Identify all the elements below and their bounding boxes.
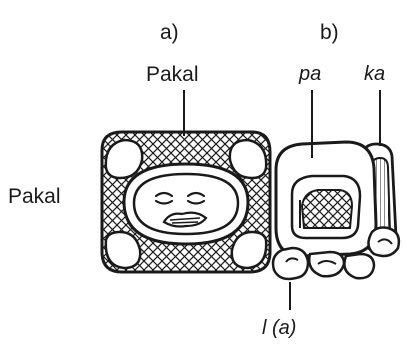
left-eye	[154, 191, 174, 205]
panel-b-letter: b)	[320, 21, 339, 44]
la-lump-left	[271, 246, 310, 281]
corner-blob-tr	[228, 138, 268, 180]
label-ka: ka	[364, 63, 386, 85]
pa-hatched-cell	[300, 189, 354, 229]
la-lump-right	[343, 252, 376, 280]
glyph-a-pakal	[100, 130, 272, 274]
panel-a-letter: a)	[160, 21, 179, 44]
glyph-b-compound	[271, 140, 401, 281]
corner-blob-tl	[104, 138, 144, 180]
corner-blob-bl	[104, 230, 142, 270]
panel-a-title: Pakal	[146, 63, 199, 86]
label-pa: pa	[299, 63, 322, 85]
side-label: Pakal	[8, 185, 61, 208]
right-eye	[186, 191, 206, 205]
corner-blob-br	[230, 230, 268, 270]
face-inner-ring	[132, 172, 240, 236]
label-la: l (a)	[262, 317, 297, 339]
la-lump-far-right	[367, 226, 401, 258]
la-lump-mid	[308, 250, 346, 278]
